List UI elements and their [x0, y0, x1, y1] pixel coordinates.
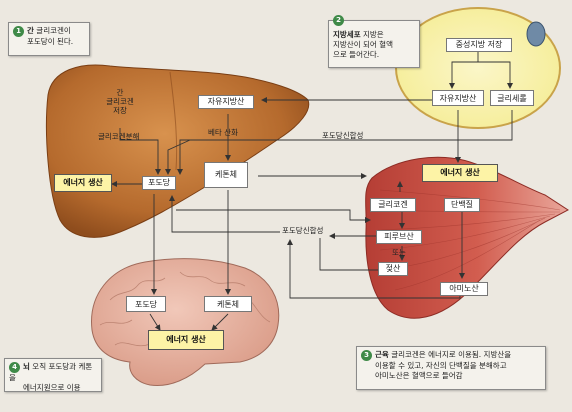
fat-cell-nucleus	[526, 21, 546, 47]
liver-label-line-1: 간	[116, 88, 124, 97]
liver-glycogenolysis-label: 글리코겐분해	[98, 132, 140, 141]
muscle-or-label: 또는	[392, 248, 406, 257]
brain-organ	[91, 258, 280, 387]
liver-ketone-box: 케톤체	[204, 162, 248, 188]
liver-free-fatty-acid-box: 자유지방산	[198, 95, 254, 109]
beta-oxidation-label: 베타 산화	[208, 128, 238, 137]
callout-muscle-line-2: 이용할 수 있고, 자신의 단백질을 분해하고	[375, 361, 507, 370]
callout-brain-line-1: 오직 포도당과 케톤을	[9, 362, 93, 382]
liver-energy-box: 에너지 생산	[54, 174, 112, 192]
callout-fat-line-3: 으로 들어간다.	[333, 50, 380, 59]
brain-ketone-box: 케톤체	[204, 296, 252, 312]
callout-liver-line-2: 포도당이 된다.	[27, 37, 74, 46]
fat-free-fatty-acid-box: 자유지방산	[432, 90, 484, 106]
callout-badge-4: 4	[9, 362, 20, 373]
callout-liver-line-1: 글리코겐이	[36, 26, 71, 35]
flow-arrows	[111, 52, 513, 331]
muscle-amino-acid-box: 아미노산	[440, 282, 488, 296]
fat-storage-box: 중성지방 저장	[446, 38, 512, 52]
callout-muscle-line-3: 아미노산은 혈액으로 들어감	[375, 371, 463, 380]
liver-label-line-3: 저장	[113, 106, 127, 115]
fat-glycerol-box: 글리세롤	[490, 90, 534, 106]
callout-badge-3: 3	[361, 350, 372, 361]
liver-label-line-2: 글리코겐	[106, 97, 134, 106]
callout-fat: 2 지방세포 지방은 지방산이 되어 혈액 으로 들어간다.	[328, 15, 420, 68]
callout-muscle-title: 근육	[375, 350, 389, 359]
gluconeogenesis-top-label: 포도당신합성	[322, 131, 364, 140]
callout-brain-line-2: 에너지원으로 이용	[23, 383, 81, 392]
muscle-pyruvate-box: 피루브산	[376, 230, 422, 244]
callout-badge-2: 2	[333, 15, 344, 26]
muscle-organ	[365, 156, 569, 319]
muscle-protein-box: 단백질	[444, 198, 480, 212]
callout-muscle-line-1: 글리코겐은 에너지로 이용됨. 지방산을	[391, 350, 512, 359]
callout-liver-title: 간	[27, 26, 34, 35]
liver-organ	[46, 64, 310, 238]
brain-energy-box: 에너지 생산	[148, 330, 224, 350]
callout-brain-title: 뇌	[23, 362, 30, 371]
muscle-glycogen-box: 글리코겐	[370, 198, 416, 212]
muscle-energy-box: 에너지 생산	[422, 164, 498, 182]
callout-fat-title: 지방세포	[333, 30, 361, 39]
muscle-lactate-box: 젖산	[378, 262, 408, 276]
brain-glucose-box: 포도당	[126, 296, 166, 312]
liver-glucose-box: 포도당	[142, 176, 176, 190]
callout-fat-line-2: 지방산이 되어 혈액	[333, 40, 393, 49]
liver-lobe-line	[169, 71, 178, 171]
gluconeogenesis-mid-label: 포도당신합성	[282, 226, 324, 235]
callout-fat-line-1: 지방은	[363, 30, 384, 39]
callout-badge-1: 1	[13, 26, 24, 37]
liver-glycogen-storage-label: 간 글리코겐 저장	[98, 88, 142, 115]
brain-folds	[99, 271, 271, 347]
